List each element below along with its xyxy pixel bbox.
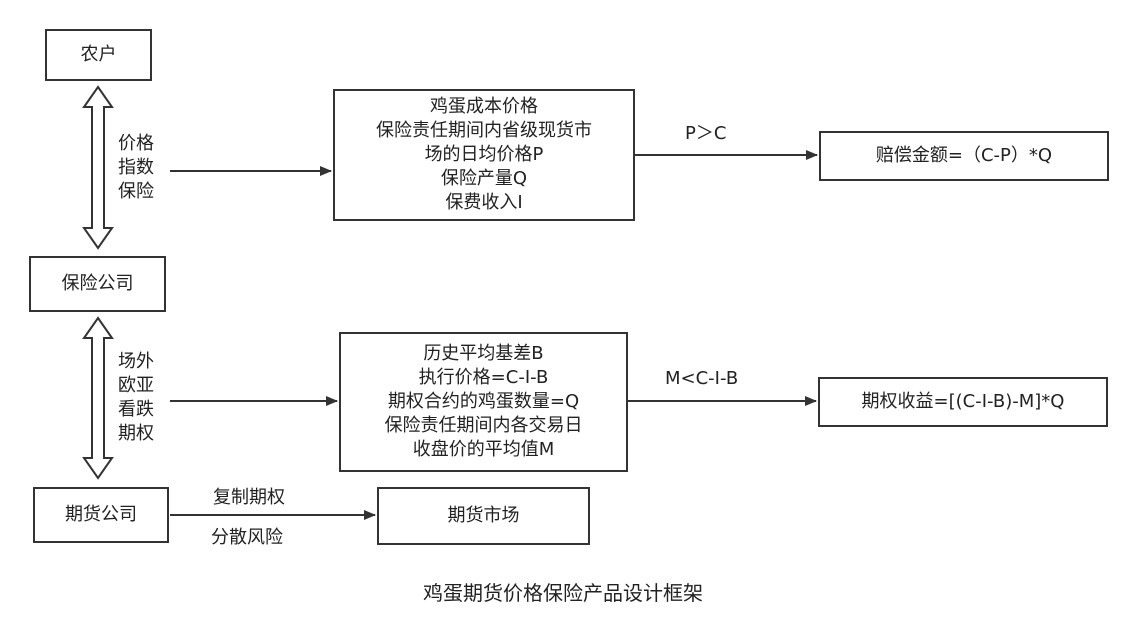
- price-info-line: 保险责任期间内省级现货市: [376, 120, 592, 141]
- farmer-label: 农户: [80, 44, 117, 65]
- otc-put-option-line: 期权: [118, 423, 154, 444]
- otc-put-option-line: 看跌: [118, 399, 154, 420]
- condition-option-label: M<C-I-B: [665, 368, 739, 389]
- option-gain-box: 期权收益=[(C-I-B)-M]*Q: [818, 377, 1108, 427]
- double-arrow-farmer-insurance: [82, 85, 114, 250]
- price-info-line: 保费收入I: [445, 192, 523, 213]
- otc-put-option-label: 场外 欧亚 看跌 期权: [118, 350, 154, 446]
- payout-formula: 赔偿金额=（C-P）*Q: [875, 145, 1053, 166]
- futures-market-box: 期货市场: [377, 487, 590, 545]
- payout-box: 赔偿金额=（C-P）*Q: [819, 131, 1109, 181]
- price-index-insurance-line: 指数: [118, 157, 154, 178]
- option-info-line: 收盘价的平均值M: [412, 439, 555, 460]
- option-info-line: 期权合约的鸡蛋数量=Q: [387, 391, 580, 412]
- otc-put-option-line: 场外: [118, 351, 154, 372]
- spread-risk-label: 分散风险: [211, 527, 283, 548]
- option-info-box: 历史平均基差B 执行价格=C-I-B 期权合约的鸡蛋数量=Q 保险责任期间内各交…: [339, 332, 628, 472]
- price-index-insurance-line: 价格: [118, 133, 154, 154]
- futures-company-label: 期货公司: [65, 504, 137, 525]
- insurance-company-label: 保险公司: [61, 273, 134, 294]
- futures-market-label: 期货市场: [447, 505, 520, 526]
- double-arrow-insurance-futures: [82, 316, 114, 480]
- option-info-line: 历史平均基差B: [423, 343, 544, 364]
- replicate-option-label: 复制期权: [213, 487, 285, 508]
- otc-put-option-line: 欧亚: [118, 375, 154, 396]
- farmer-box: 农户: [45, 29, 152, 81]
- price-info-line: 场的日均价格P: [424, 144, 544, 165]
- option-info-line: 执行价格=C-I-B: [418, 367, 549, 388]
- insurance-company-box: 保险公司: [29, 256, 166, 312]
- option-gain-formula: 期权收益=[(C-I-B)-M]*Q: [861, 391, 1065, 412]
- option-info-line: 保险责任期间内各交易日: [384, 415, 583, 436]
- price-index-insurance-label: 价格 指数 保险: [118, 132, 154, 204]
- price-info-box: 鸡蛋成本价格 保险责任期间内省级现货市 场的日均价格P 保险产量Q 保费收入I: [333, 89, 635, 221]
- futures-company-box: 期货公司: [33, 487, 169, 543]
- price-index-insurance-line: 保险: [118, 181, 154, 202]
- condition-payout-label: P＞C: [685, 123, 727, 144]
- price-info-line: 鸡蛋成本价格: [430, 96, 538, 117]
- figure-caption: 鸡蛋期货价格保险产品设计框架: [423, 581, 703, 605]
- price-info-line: 保险产量Q: [440, 168, 528, 189]
